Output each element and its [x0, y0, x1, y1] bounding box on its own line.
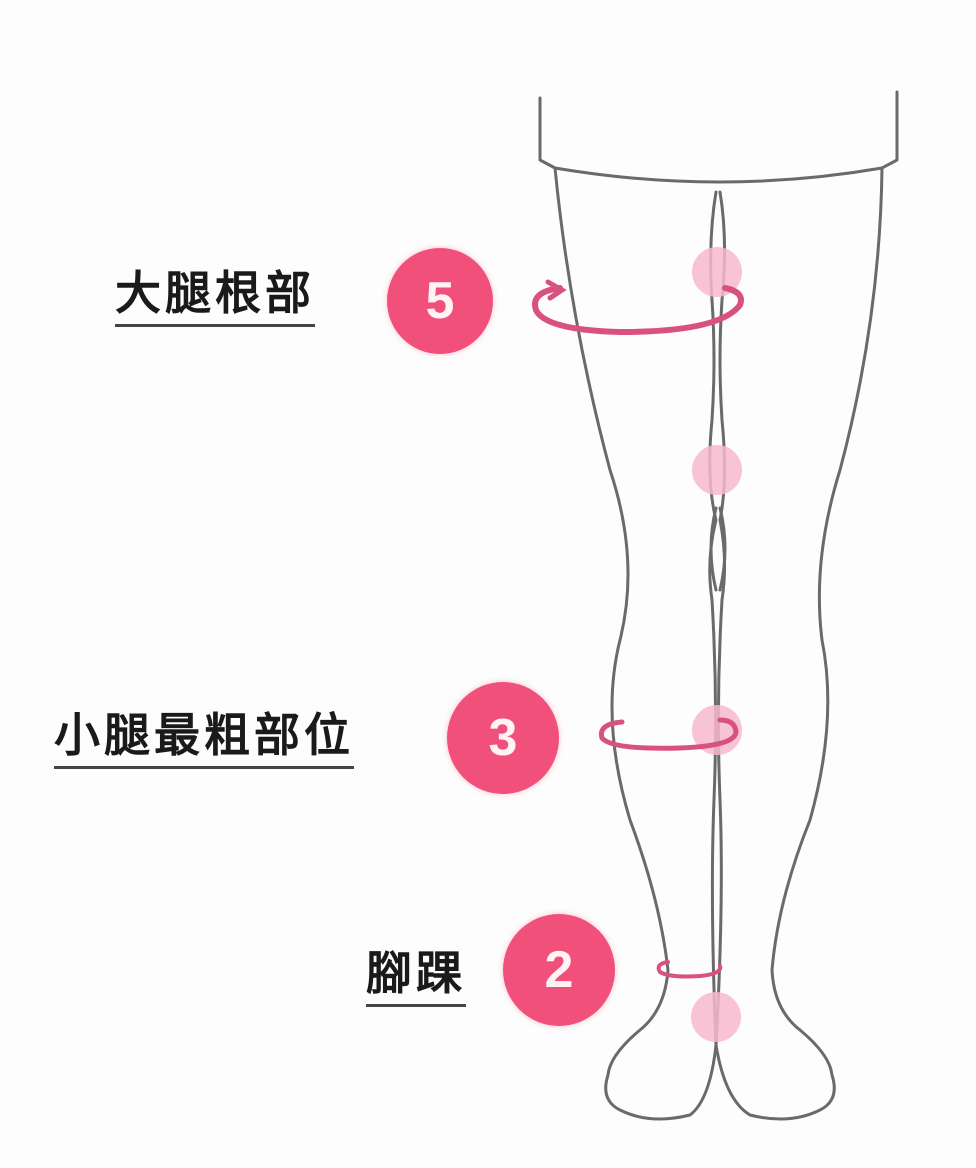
badge-number-2: 2 [503, 914, 615, 1026]
thigh-ring [532, 285, 744, 336]
thigh-ring-arrowhead [545, 279, 567, 301]
measurement-rings [532, 279, 744, 979]
calf-ring [598, 717, 739, 751]
marker-dots [691, 247, 742, 1042]
ankle-marker-dot [691, 992, 741, 1042]
shorts-outline [538, 90, 899, 184]
label-ankle: 腳踝 [366, 950, 466, 1007]
label-thigh-root: 大腿根部 [115, 270, 315, 327]
ankle-ring [656, 960, 723, 979]
calf-marker-dot [692, 705, 742, 755]
thigh-marker-dot [692, 247, 742, 297]
badge-number-5: 5 [387, 248, 493, 354]
knee-marker-dot [692, 445, 742, 495]
leg-outlines [553, 166, 884, 1121]
badge-number-3: 3 [447, 682, 559, 794]
label-calf-widest: 小腿最粗部位 [54, 712, 354, 769]
